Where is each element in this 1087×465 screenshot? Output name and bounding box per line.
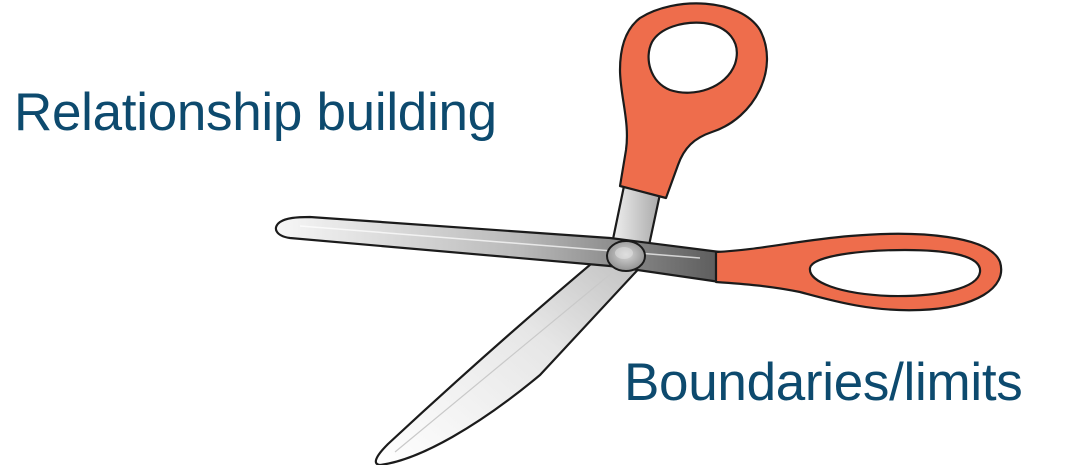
diagonal-blade [376,248,645,465]
pivot-screw [607,241,645,271]
label-relationship-building: Relationship building [14,86,497,139]
right-handle [716,234,1001,310]
label-boundaries-limits: Boundaries/limits [624,356,1022,409]
upper-handle [620,3,767,198]
